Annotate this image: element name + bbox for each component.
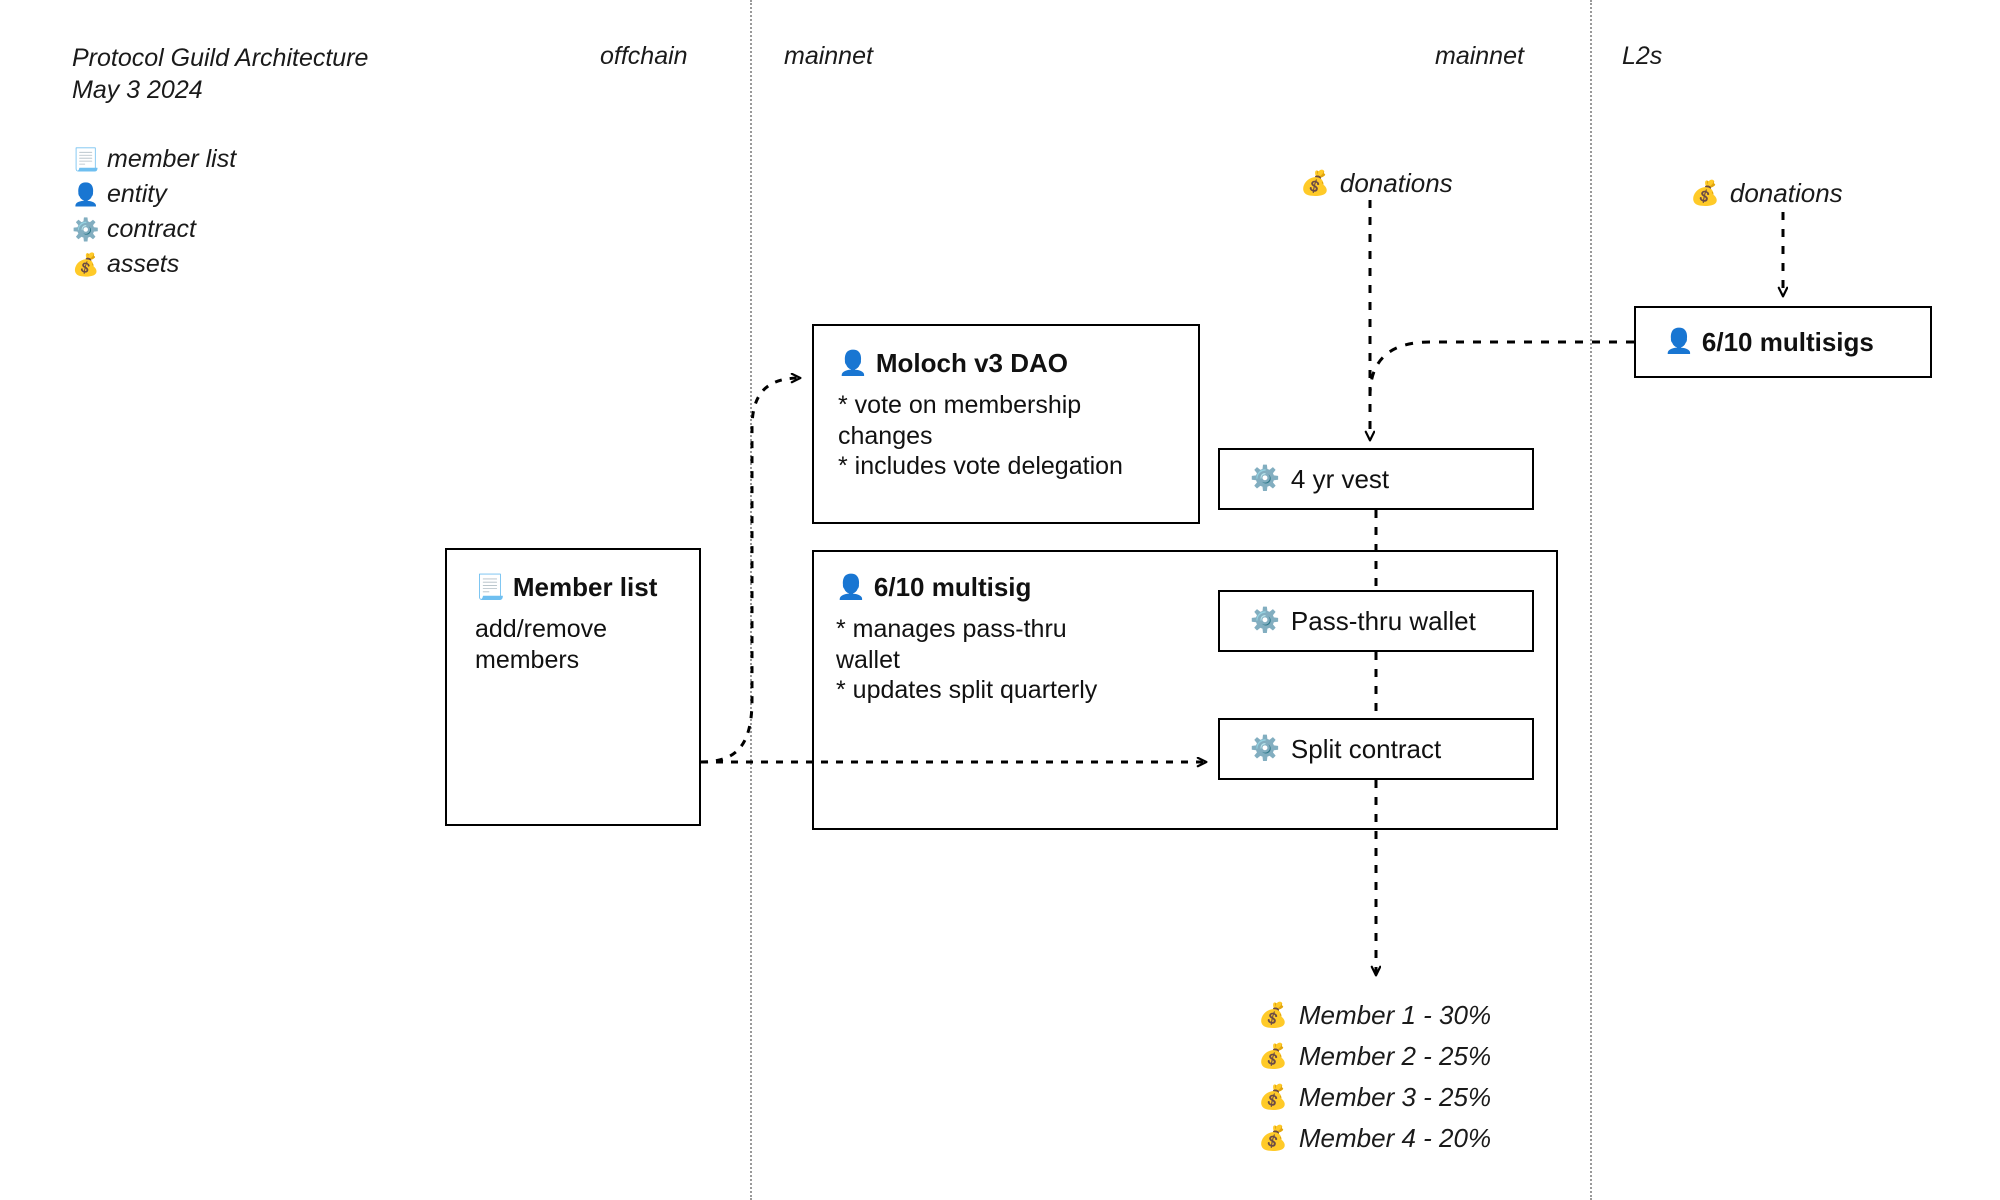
payout-label: Member 3 - 25%	[1298, 1082, 1492, 1112]
legend: 📃 member list 👤 entity ⚙️ contract 💰 ass…	[72, 142, 236, 282]
payout-row: 💰 Member 4 - 20%	[1258, 1118, 1491, 1159]
multisig-body: * manages pass-thru wallet * updates spl…	[836, 615, 1098, 704]
member-list-body: add/remove members	[475, 615, 608, 674]
payout-row: 💰 Member 3 - 25%	[1258, 1077, 1491, 1118]
entity-icon: 👤	[72, 181, 100, 207]
member-list-icon: 📃	[475, 573, 505, 601]
lane-divider-offchain-mainnet	[750, 0, 752, 1200]
entity-icon: 👤	[838, 349, 868, 377]
assets-icon: 💰	[1258, 1124, 1288, 1152]
contract-icon: ⚙️	[1250, 607, 1280, 634]
legend-item-entity: 👤 entity	[72, 177, 236, 212]
multisig-title: 👤 6/10 multisig	[836, 572, 1216, 603]
node-moloch-v3-dao[interactable]: 👤 Moloch v3 DAO * vote on membership cha…	[812, 324, 1200, 524]
moloch-dao-title-text: Moloch v3 DAO	[875, 348, 1069, 378]
lane-label-mainnet-left: mainnet	[784, 42, 873, 70]
page-title: Protocol Guild Architecture May 3 2024	[72, 44, 369, 104]
node-pass-thru-wallet[interactable]: ⚙️ Pass-thru wallet	[1218, 590, 1534, 652]
moloch-dao-body: * vote on membership changes * includes …	[838, 391, 1123, 480]
entity-icon: 👤	[1664, 328, 1694, 355]
legend-label-contract: contract	[107, 215, 196, 243]
legend-label-entity: entity	[107, 180, 167, 208]
donations-mainnet-text: donations	[1339, 168, 1453, 198]
assets-icon: 💰	[72, 251, 100, 277]
passthru-label: Pass-thru wallet	[1290, 605, 1476, 636]
member-list-icon: 📃	[72, 146, 100, 172]
payout-label: Member 4 - 20%	[1298, 1123, 1492, 1153]
assets-icon: 💰	[1258, 1042, 1288, 1070]
node-split-contract[interactable]: ⚙️ Split contract	[1218, 718, 1534, 780]
donations-l2-text: donations	[1729, 178, 1843, 208]
wire-l2-multisigs-to-vest	[1368, 340, 1634, 397]
contract-icon: ⚙️	[1250, 465, 1280, 492]
payout-row: 💰 Member 1 - 30%	[1258, 995, 1491, 1036]
donations-l2-label: 💰 donations	[1690, 178, 1843, 209]
lane-divider-mainnet-l2s	[1590, 0, 1592, 1200]
node-4-yr-vest[interactable]: ⚙️ 4 yr vest	[1218, 448, 1534, 510]
member-list-title: 📃 Member list	[475, 572, 677, 603]
lane-label-offchain: offchain	[600, 42, 688, 70]
wire-member-list-to-moloch-dao	[700, 378, 800, 764]
assets-icon: 💰	[1690, 179, 1720, 207]
node-member-list[interactable]: 📃 Member list add/remove members	[445, 548, 701, 826]
vest-label: 4 yr vest	[1290, 463, 1390, 494]
legend-item-member-list: 📃 member list	[72, 142, 236, 177]
legend-item-contract: ⚙️ contract	[72, 212, 236, 247]
payout-label: Member 2 - 25%	[1298, 1041, 1492, 1071]
multisig-container	[812, 550, 1558, 830]
payout-list: 💰 Member 1 - 30% 💰 Member 2 - 25% 💰 Memb…	[1258, 995, 1491, 1159]
member-list-title-text: Member list	[512, 572, 658, 602]
contract-icon: ⚙️	[72, 216, 100, 242]
payout-row: 💰 Member 2 - 25%	[1258, 1036, 1491, 1077]
assets-icon: 💰	[1300, 169, 1330, 197]
legend-label-assets: assets	[107, 250, 180, 278]
lane-label-mainnet-right: mainnet	[1435, 42, 1524, 70]
node-l2-multisigs[interactable]: 👤 6/10 multisigs	[1634, 306, 1932, 378]
entity-icon: 👤	[836, 573, 866, 601]
payout-label: Member 1 - 30%	[1298, 1000, 1492, 1030]
lane-label-l2s: L2s	[1622, 42, 1663, 70]
multisig-title-text: 6/10 multisig	[873, 572, 1032, 602]
moloch-dao-title: 👤 Moloch v3 DAO	[838, 348, 1174, 379]
l2-multisigs-title: 👤 6/10 multisigs	[1664, 327, 1874, 358]
split-label: Split contract	[1290, 733, 1442, 764]
legend-label-member-list: member list	[107, 145, 237, 173]
donations-mainnet-label: 💰 donations	[1300, 168, 1453, 199]
node-multisig[interactable]: 👤 6/10 multisig * manages pass-thru wall…	[836, 572, 1216, 706]
assets-icon: 💰	[1258, 1001, 1288, 1029]
l2-multisigs-title-text: 6/10 multisigs	[1701, 326, 1874, 357]
legend-item-assets: 💰 assets	[72, 247, 236, 282]
assets-icon: 💰	[1258, 1083, 1288, 1111]
contract-icon: ⚙️	[1250, 735, 1280, 762]
